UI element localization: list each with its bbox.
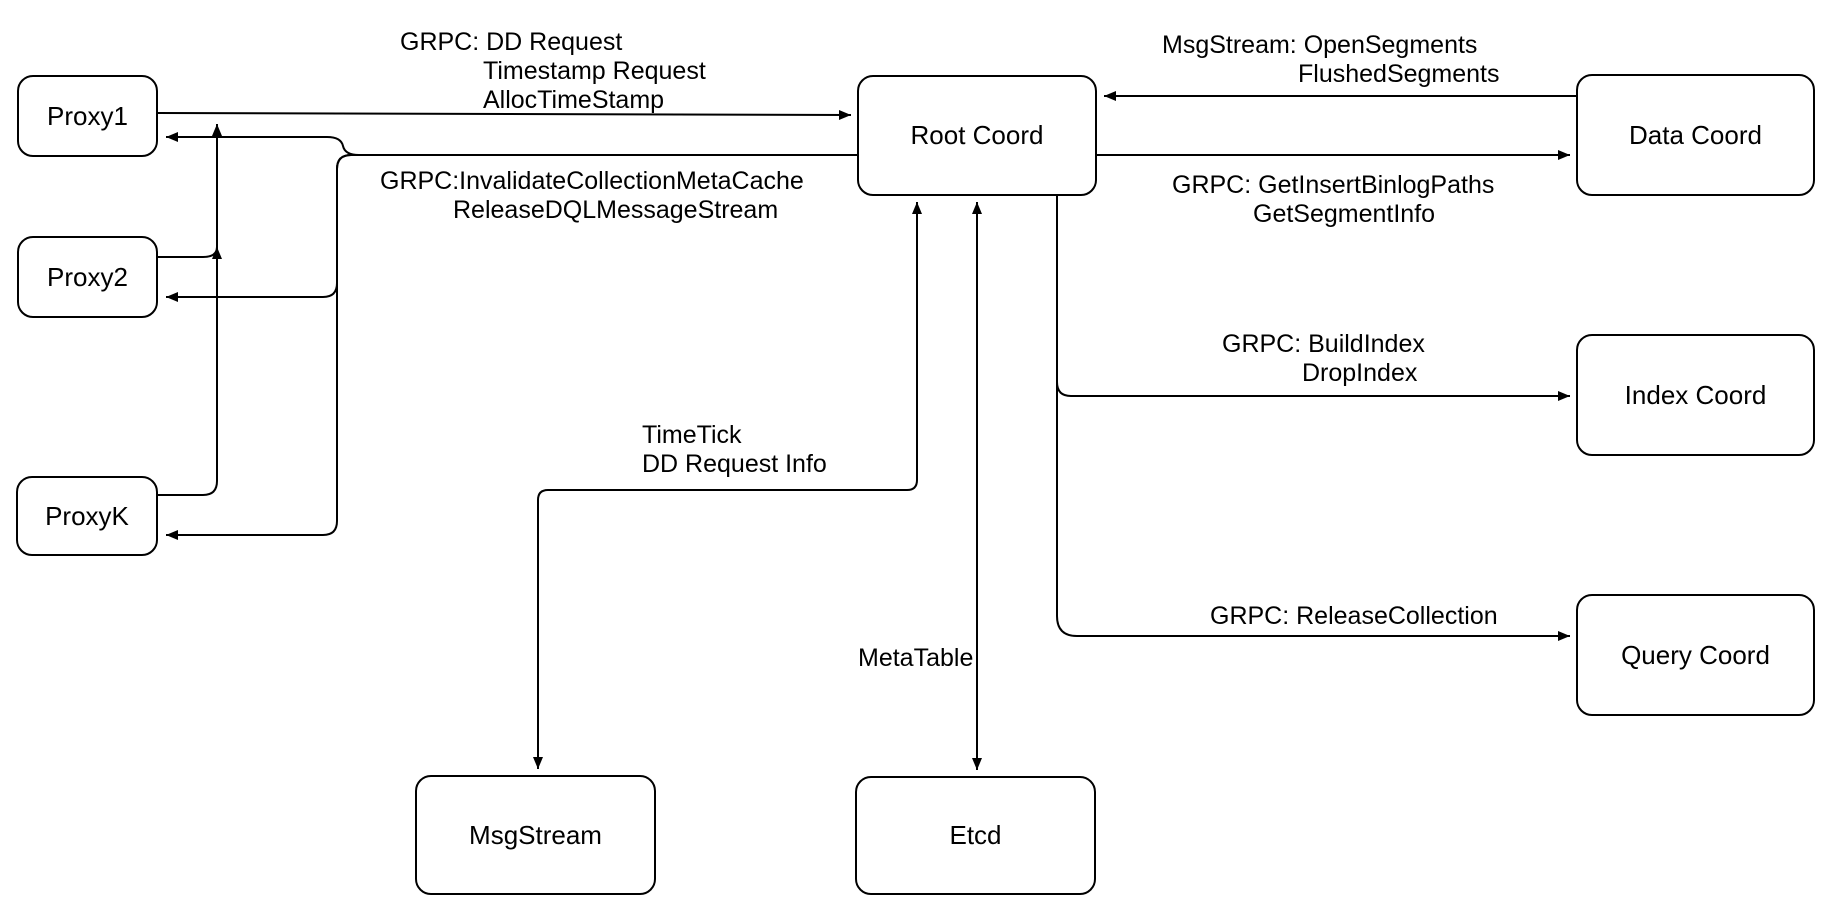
edge-label-root-to-etcd: MetaTable xyxy=(858,644,973,673)
edge-label-root-to-index: GRPC: BuildIndex DropIndex xyxy=(1222,330,1425,388)
node-proxy2-label: Proxy2 xyxy=(47,261,128,292)
edge-label-root-to-msgstream: TimeTick DD Request Info xyxy=(642,421,827,479)
edge-root-to-proxyk xyxy=(166,154,857,540)
edge-proxyk-merge xyxy=(158,124,222,496)
edge-label-line: DD Request Info xyxy=(642,450,827,478)
edge-label-line: GRPC: ReleaseCollection xyxy=(1210,602,1498,630)
node-data-coord: Data Coord xyxy=(1576,74,1815,196)
edge-label-root-to-query: GRPC: ReleaseCollection xyxy=(1210,602,1498,631)
edge-root-to-proxy1 xyxy=(166,132,857,156)
edge-label-line: Timestamp Request xyxy=(483,57,706,85)
node-msgstream: MsgStream xyxy=(415,775,656,895)
edge-label-line: ReleaseDQLMessageStream xyxy=(453,196,779,224)
node-proxy2: Proxy2 xyxy=(17,236,158,318)
node-etcd: Etcd xyxy=(855,776,1096,895)
node-index-coord-label: Index Coord xyxy=(1624,379,1767,410)
node-proxy1-label: Proxy1 xyxy=(47,100,128,131)
edge-label-line: MetaTable xyxy=(858,644,974,672)
edge-label-line: GRPC: DD Request xyxy=(400,28,623,56)
edge-proxy2-merge xyxy=(158,246,222,260)
edge-label-line: MsgStream: OpenSegments xyxy=(1162,31,1478,59)
edge-label-line: GRPC: BuildIndex xyxy=(1222,330,1425,358)
edge-proxy1-to-root xyxy=(157,109,852,120)
node-query-coord-label: Query Coord xyxy=(1621,639,1770,670)
edge-label-line: GRPC:InvalidateCollectionMetaCache xyxy=(380,167,804,195)
node-proxyk-label: ProxyK xyxy=(45,500,129,531)
node-proxyk: ProxyK xyxy=(16,476,158,556)
edge-root-to-query xyxy=(1056,196,1570,641)
node-query-coord: Query Coord xyxy=(1576,594,1815,716)
node-data-coord-label: Data Coord xyxy=(1629,119,1762,150)
edge-label-line: GetSegmentInfo xyxy=(1253,200,1436,228)
edge-root-msgstream xyxy=(533,202,922,769)
node-etcd-label: Etcd xyxy=(949,820,1002,850)
edge-label-proxy-to-root: GRPC: DD Request Timestamp Request Alloc… xyxy=(400,28,706,115)
edge-label-line: AllocTimeStamp xyxy=(483,86,665,114)
edge-label-root-to-proxies: GRPC:InvalidateCollectionMetaCache Relea… xyxy=(380,167,804,225)
node-proxy1: Proxy1 xyxy=(17,75,158,157)
edge-label-line: DropIndex xyxy=(1302,359,1418,387)
node-index-coord: Index Coord xyxy=(1576,334,1815,456)
node-root-coord: Root Coord xyxy=(857,75,1097,196)
node-msgstream-label: MsgStream xyxy=(469,819,602,850)
node-root-coord-label: Root Coord xyxy=(910,120,1044,150)
edge-label-line: TimeTick xyxy=(642,421,742,449)
edge-label-root-to-data: GRPC: GetInsertBinlogPaths GetSegmentInf… xyxy=(1172,171,1494,229)
edge-label-line: FlushedSegments xyxy=(1298,60,1500,88)
edge-label-line: GRPC: GetInsertBinlogPaths xyxy=(1172,171,1495,199)
edge-label-data-to-root: MsgStream: OpenSegments FlushedSegments xyxy=(1162,31,1500,89)
